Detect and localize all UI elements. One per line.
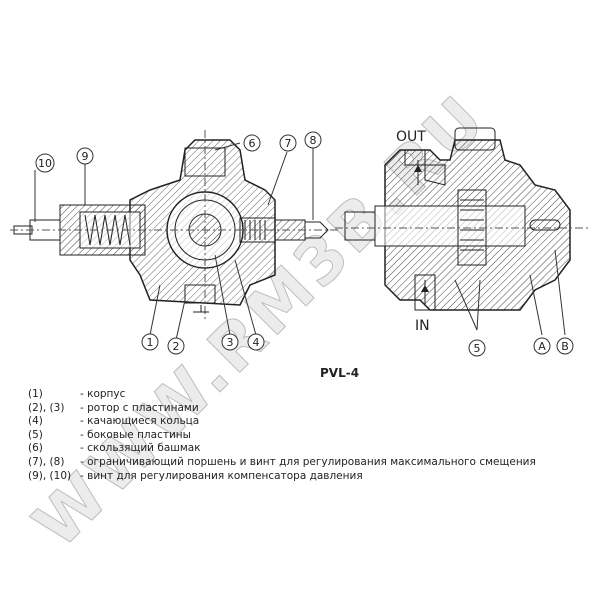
legend-item: (1) - корпус [28,388,536,402]
callout-10: 10 [38,157,52,170]
legend-key: (2), (3) [28,401,65,414]
legend-item: (5) - боковые пластины [28,429,536,443]
front-section-view [10,130,340,320]
legend-key: (5) [28,428,43,441]
diagram-title: PVL-4 [320,366,360,380]
legend-key: (7), (8) [28,455,65,468]
side-section-view [335,127,590,311]
callout-2: 2 [173,340,180,353]
legend-text: - ротор с пластинами [80,401,199,414]
legend-text: - скользящий башмак [80,442,201,455]
callouts [34,131,574,357]
legend-item: (7), (8) - ограничивающий поршень и винт … [28,456,536,470]
in-label: IN [415,318,430,334]
parts-legend: (1) - корпус (2), (3) - ротор с пластинами… [28,388,536,483]
legend-text: - боковые пластины [80,428,191,441]
legend-text: - винт для регулирования компенсатора да… [80,469,363,482]
callout-5: 5 [474,342,481,355]
legend-text: - корпус [80,388,126,400]
callout-3: 3 [227,336,234,349]
legend-text: - ограничивающий поршень и винт для регу… [80,455,536,468]
out-label: OUT [396,129,426,145]
callout-1: 1 [147,336,154,349]
legend-key: (6) [28,442,43,455]
legend-key: (1) [28,388,43,400]
callout-6: 6 [249,137,256,150]
legend-item: (9), (10) - винт для регулирования компен… [28,470,536,484]
legend-item: (6) - скользящий башмак [28,442,536,456]
legend-item: (2), (3) - ротор с пластинами [28,402,536,416]
legend-key: (9), (10) [28,469,72,482]
callout-4: 4 [253,336,260,349]
legend-item: (4) - качающиеся кольца [28,415,536,429]
legend-key: (4) [28,415,43,428]
callout-8: 8 [310,134,317,147]
legend-text: - качающиеся кольца [80,415,200,428]
callout-b: B [561,340,569,353]
callout-9: 9 [82,150,89,163]
callout-a: A [538,340,546,353]
callout-7: 7 [285,137,292,150]
